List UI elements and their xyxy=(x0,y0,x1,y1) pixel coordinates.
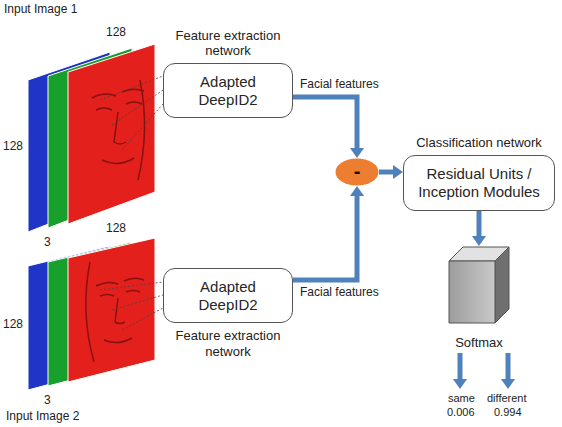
data-arrow xyxy=(293,97,364,158)
output-arrow xyxy=(458,353,463,380)
classification-box: Classification networkResidual Units / I… xyxy=(403,155,555,211)
node-text: Residual Units / Inception Modules xyxy=(404,165,554,201)
dimension-label: 3 xyxy=(44,394,51,408)
class-name: different xyxy=(487,392,527,405)
cube-face xyxy=(495,247,509,323)
dimension-label: 128 xyxy=(3,318,23,332)
cube-face xyxy=(449,261,495,323)
output-arrow xyxy=(506,353,511,380)
arrow-line xyxy=(293,97,357,149)
node-heading: Classification network xyxy=(404,135,554,151)
red-channel xyxy=(68,238,155,382)
dimension-label: 128 xyxy=(3,140,23,154)
input-image-stack xyxy=(28,44,163,232)
output-arrows xyxy=(453,353,515,389)
node-text: - xyxy=(348,161,367,181)
receptive-line xyxy=(112,90,163,125)
receptive-line xyxy=(112,295,163,310)
face-lines xyxy=(86,262,144,362)
input-image-stack xyxy=(28,238,163,390)
image-title: Input Image 2 xyxy=(6,410,79,424)
ellipse-fill xyxy=(336,159,379,186)
receptive-line xyxy=(122,104,163,150)
arrow-line xyxy=(477,211,482,237)
arrow-head xyxy=(350,186,364,196)
node-heading: Feature extraction network xyxy=(153,328,303,359)
arrow-head xyxy=(472,236,486,246)
arrow-head xyxy=(453,379,467,389)
cube-shape xyxy=(448,246,510,324)
node-text: Adapted DeepID2 xyxy=(164,73,292,109)
edge-label: Facial features xyxy=(298,77,381,91)
edge-label: Facial features xyxy=(298,285,381,299)
dimension-label: 3 xyxy=(44,236,51,250)
red-channel xyxy=(68,44,155,224)
arrow-head xyxy=(501,379,515,389)
dimension-label: 128 xyxy=(106,26,126,40)
softmax-cube: Softmax xyxy=(444,246,514,350)
receptive-line xyxy=(122,308,163,330)
arrow-head xyxy=(393,165,403,179)
node-heading: Feature extraction network xyxy=(153,28,303,59)
receptive-line xyxy=(100,76,163,100)
image-title: Input Image 1 xyxy=(4,3,77,17)
data-arrow xyxy=(293,186,364,280)
arrow-line xyxy=(293,195,357,280)
subtraction-node: - xyxy=(335,158,379,186)
face-lines xyxy=(92,80,145,180)
dimension-label: 128 xyxy=(106,222,126,236)
feature-extraction-box: Adapted DeepID2Feature extraction networ… xyxy=(163,268,293,323)
node-heading: Softmax xyxy=(444,335,514,350)
receptive-line xyxy=(100,282,163,290)
class-probability: 0.994 xyxy=(494,406,522,419)
feature-extraction-box: Feature extraction networkAdapted DeepID… xyxy=(163,63,293,118)
arrow-head xyxy=(350,148,364,158)
data-arrow xyxy=(379,165,403,179)
node-text: Adapted DeepID2 xyxy=(164,278,292,314)
data-arrow xyxy=(472,211,486,246)
arrow-line xyxy=(379,170,394,175)
class-probability: 0.006 xyxy=(447,406,475,419)
class-name: same xyxy=(448,392,475,405)
